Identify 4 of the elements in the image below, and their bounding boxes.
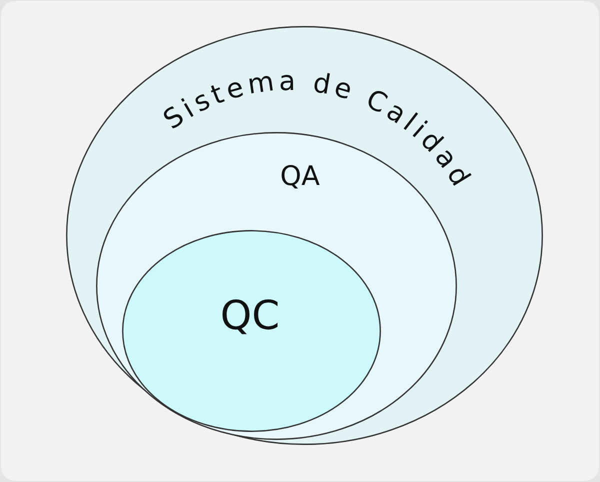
inner-ellipse xyxy=(122,230,381,432)
ellipse-label: QA xyxy=(280,162,320,192)
ellipse-label: QC xyxy=(220,294,280,338)
outer-ellipse xyxy=(66,26,543,445)
